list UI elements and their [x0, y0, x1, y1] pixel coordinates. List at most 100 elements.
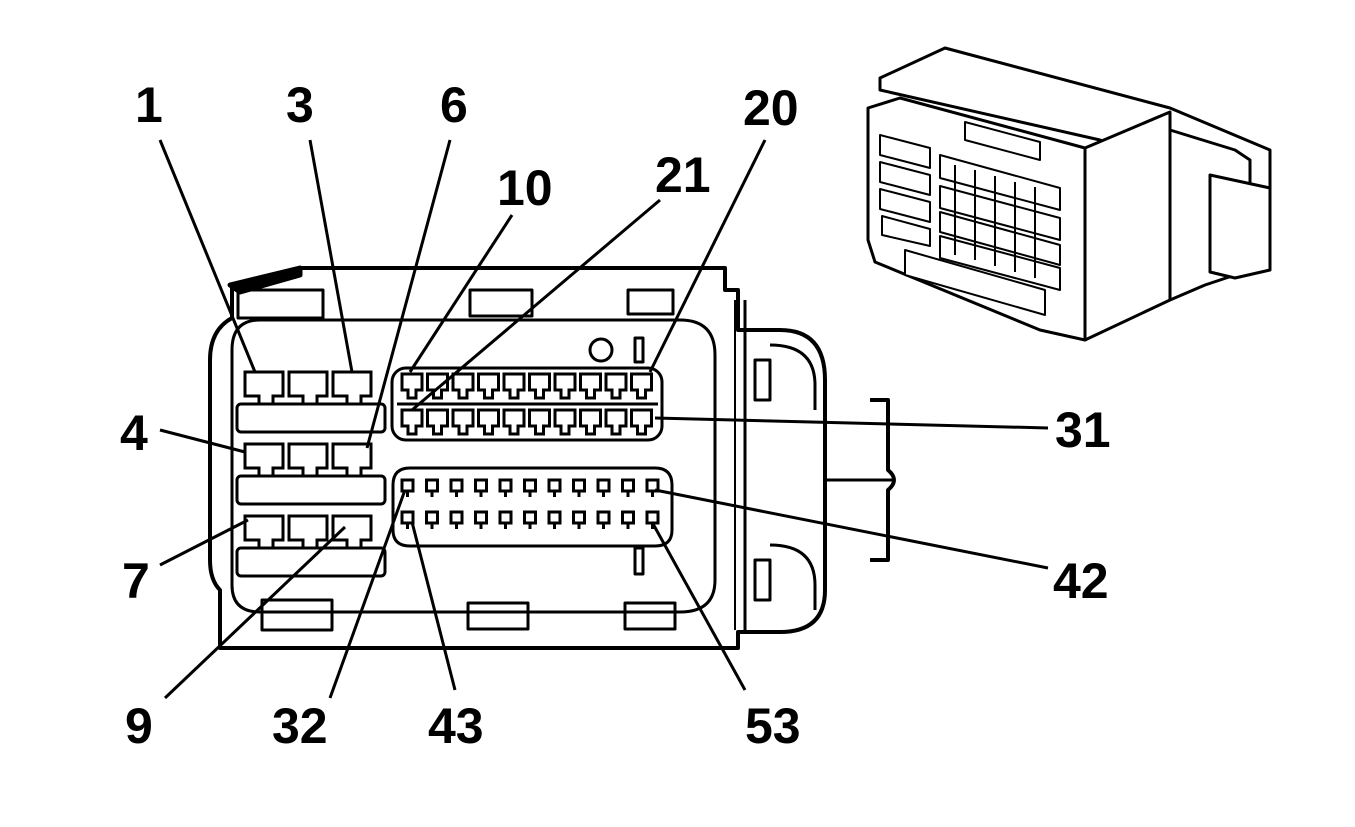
lower-terminal-cavity	[449, 478, 464, 493]
lower-terminal-cavity	[645, 510, 660, 525]
pin-label-20: 20	[743, 80, 799, 136]
leader-line-42	[654, 488, 1049, 570]
upper-terminal-cavity	[502, 408, 526, 436]
upper-terminal-cavities	[400, 372, 653, 436]
upper-terminal-cavity	[579, 372, 602, 400]
lower-terminal-cavity	[400, 478, 415, 493]
large-terminal-cavity	[287, 370, 329, 406]
bottom-window-left	[260, 598, 334, 632]
iso-large-cavities	[879, 134, 931, 247]
upper-terminal-cavity	[502, 372, 526, 400]
upper-terminal-block	[390, 366, 664, 442]
pin-label-21: 21	[655, 147, 711, 203]
large-terminal-cavity	[287, 442, 329, 478]
lower-terminal-cavity	[523, 478, 537, 493]
side-latch-boss-top	[753, 343, 817, 410]
lower-terminal-cavity	[621, 510, 635, 525]
large-terminal-cavity	[331, 442, 373, 478]
large-terminal-cavity	[243, 442, 285, 478]
lower-terminal-cavity	[425, 510, 439, 525]
upper-terminal-cavity	[477, 372, 500, 400]
pin-label-9: 9	[125, 698, 153, 754]
upper-terminal-cavity	[553, 372, 577, 400]
pin-label-31: 31	[1055, 402, 1111, 458]
connector-inner-face	[230, 318, 717, 614]
upper-terminal-cavity	[400, 408, 424, 436]
lower-terminal-cavity	[547, 478, 562, 493]
upper-terminal-cavity	[630, 372, 653, 400]
iso-bottom-foot	[904, 249, 1046, 316]
connector-latch	[227, 265, 303, 295]
large-terminal-cavity	[243, 370, 285, 406]
leader-line-1	[158, 139, 257, 373]
iso-right-block	[1083, 110, 1172, 342]
key-circle	[588, 337, 614, 363]
pin-label-43: 43	[428, 698, 484, 754]
lower-terminal-cavity	[474, 510, 488, 525]
upper-terminal-cavity	[528, 372, 551, 400]
lower-terminal-cavity	[547, 510, 562, 525]
pin-label-42: 42	[1053, 553, 1109, 609]
leader-line-20	[648, 139, 767, 373]
leader-line-21	[411, 198, 661, 412]
large-terminal-cavity	[331, 370, 373, 406]
top-window-left	[236, 288, 325, 320]
side-latch-boss-bottom	[753, 543, 817, 610]
lower-terminal-cavity	[498, 510, 513, 525]
leader-line-32	[328, 489, 407, 699]
upper-terminal-cavity	[553, 408, 577, 436]
upper-terminal-cavity	[477, 408, 500, 436]
lower-terminal-cavity	[425, 478, 439, 493]
iso-small-cavities	[939, 154, 1061, 291]
upper-terminal-cavity	[528, 408, 551, 436]
pin-label-6: 6	[440, 77, 468, 133]
leader-line-43	[410, 521, 457, 691]
pin-callouts: 1 3 6 10 21 20 4 31 7 42 9 32 43 53	[120, 77, 1111, 754]
lower-terminal-cavity	[474, 478, 488, 493]
pin-label-3: 3	[286, 77, 314, 133]
upper-terminal-cavity	[630, 408, 653, 436]
upper-terminal-cavity	[451, 372, 475, 400]
large-terminal-row-bar	[235, 474, 387, 506]
connector-housing-outline	[208, 266, 827, 650]
bottom-window-right	[623, 601, 677, 631]
upper-terminal-cavity	[579, 408, 602, 436]
large-terminal-cavity	[331, 514, 373, 550]
large-terminal-block	[235, 370, 387, 578]
leader-line-53	[650, 521, 747, 691]
upper-terminal-housing	[390, 366, 664, 442]
leader-line-3	[308, 139, 354, 373]
lower-terminal-cavity	[400, 510, 415, 525]
lower-terminal-cavity	[596, 510, 611, 525]
iso-right-tab	[1208, 173, 1272, 280]
lower-terminal-cavities	[400, 478, 660, 529]
key-slot-top	[633, 336, 645, 364]
upper-terminal-cavity	[604, 372, 628, 400]
pin-label-10: 10	[497, 160, 553, 216]
lower-terminal-cavity	[572, 510, 586, 525]
lower-terminal-cavity	[596, 478, 611, 493]
pin-label-53: 53	[745, 698, 801, 754]
lower-terminal-cavity	[449, 510, 464, 525]
large-terminal-cavity	[243, 514, 285, 550]
pin-label-4: 4	[120, 405, 148, 461]
large-terminal-row-bar	[235, 546, 387, 578]
leader-lines	[158, 139, 1049, 700]
bottom-window-middle	[466, 601, 530, 631]
lower-terminal-cavity	[621, 478, 635, 493]
top-window-right	[626, 288, 675, 316]
leader-line-9	[163, 525, 347, 700]
leader-line-31	[654, 416, 1049, 430]
lower-terminal-housing	[391, 466, 674, 548]
connector-isometric-view	[866, 46, 1272, 342]
upper-terminal-cavity	[451, 408, 475, 436]
connector-face-view	[208, 265, 896, 650]
lower-terminal-cavity	[572, 478, 586, 493]
lower-terminal-cavity	[523, 510, 537, 525]
top-window-middle	[468, 288, 534, 318]
lower-terminal-block	[391, 466, 674, 548]
large-terminal-cavity	[287, 514, 329, 550]
leader-line-10	[408, 214, 514, 373]
leader-line-6	[365, 139, 452, 449]
